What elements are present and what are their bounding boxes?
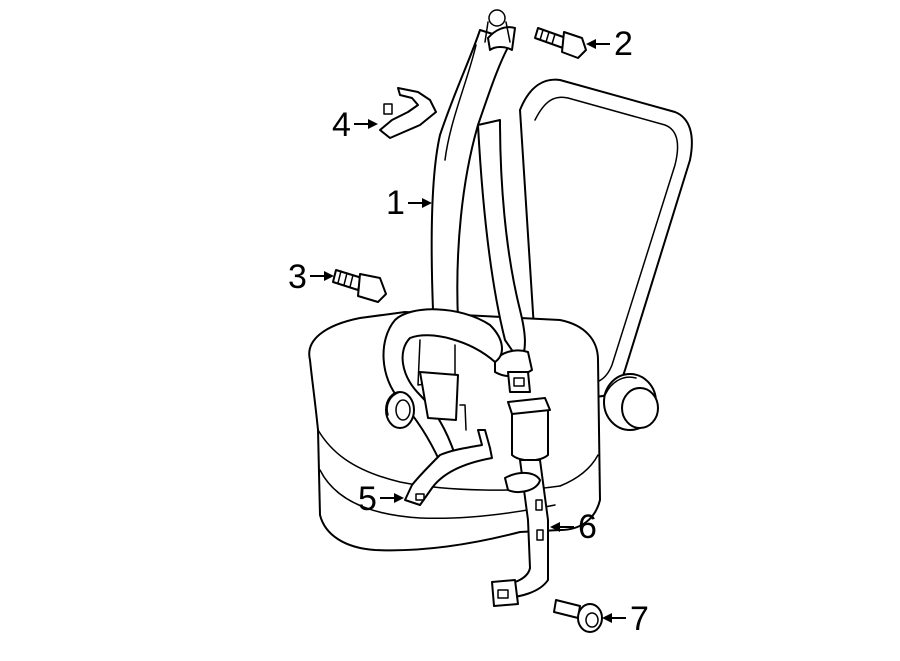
- callout-3-label: 3: [288, 258, 307, 296]
- lap-belt-loop: [382, 308, 503, 463]
- bolt-lower: [332, 269, 387, 303]
- anchor-strap: [404, 404, 493, 506]
- callout-4: 4: [332, 106, 378, 144]
- callout-5: 5: [358, 480, 404, 518]
- callout-1: 1: [386, 184, 432, 222]
- callout-6-label: 6: [578, 508, 597, 546]
- stud-pin: [553, 599, 603, 633]
- callout-1-label: 1: [386, 184, 405, 222]
- recliner-knob: [603, 373, 659, 431]
- buckle-assembly: [491, 397, 551, 607]
- bolt-upper: [534, 27, 587, 59]
- guide-bracket: [379, 87, 437, 139]
- callout-4-label: 4: [332, 106, 351, 144]
- callout-3: 3: [288, 258, 334, 296]
- callout-6: 6: [550, 508, 597, 546]
- callout-2: 2: [586, 25, 633, 63]
- callout-2-label: 2: [614, 25, 633, 63]
- callout-5-label: 5: [358, 480, 377, 518]
- callout-7: 7: [602, 600, 649, 638]
- callout-7-label: 7: [630, 600, 649, 638]
